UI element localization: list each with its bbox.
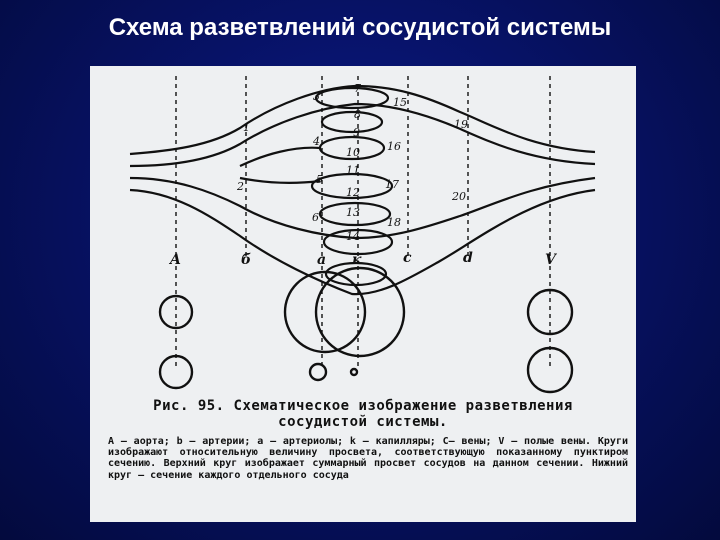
figure-caption: Рис. 95. Схематическое изображение разве…: [98, 398, 628, 481]
section-letter: A: [168, 252, 181, 268]
capillary-loop: [320, 110, 384, 134]
branch-number: 7: [354, 82, 361, 95]
capillary-loop: [318, 135, 386, 161]
caption-title-line-2: сосудистой системы.: [278, 414, 448, 430]
branch-number: 4: [312, 135, 320, 148]
branch-number: 11: [346, 164, 360, 177]
vessel-diagram: 1 2 3 4 5 6 7 8 9 10 11 12 13 14 15 16 1…: [129, 76, 596, 394]
branch-number: 10: [346, 146, 360, 159]
outer-lower-vessel: [129, 188, 596, 296]
cross-section-circles: [158, 266, 574, 394]
branch-number: 17: [385, 178, 399, 191]
total-lumen-circle: [158, 294, 194, 330]
branch-number: 14: [346, 230, 360, 243]
branch-number: 12: [346, 186, 360, 199]
total-lumen-circle: [314, 266, 406, 358]
section-lines: [175, 76, 551, 366]
section-letter: d: [463, 250, 473, 266]
section-letter: а: [317, 252, 326, 268]
slide-title: Схема разветвлений сосудистой системы: [108, 14, 612, 41]
section-letter: V: [545, 252, 558, 268]
capillary-loop: [314, 86, 390, 110]
branch-number: 18: [387, 216, 401, 229]
caption-body: А — аорта; b — артерии; а — артериолы; k…: [108, 436, 628, 481]
branch-number: 9: [353, 126, 360, 139]
branch-number: 8: [354, 108, 361, 121]
single-vessel-circle: [526, 346, 574, 394]
section-letter: к: [352, 252, 362, 268]
branch-number: 19: [454, 118, 468, 131]
inner-branch: [239, 146, 321, 185]
branch-number: 1: [243, 121, 250, 134]
capillary-loop: [318, 201, 392, 227]
section-letter-labels: A б а к с d V: [168, 250, 558, 268]
branch-number: 16: [387, 140, 401, 153]
caption-title: Рис. 95. Схематическое изображение разве…: [98, 398, 628, 430]
caption-title-line-1: Рис. 95. Схематическое изображение разве…: [153, 398, 573, 414]
branch-number: 3: [313, 90, 320, 103]
branch-number: 15: [393, 96, 407, 109]
section-letter: б: [241, 252, 251, 268]
middle-vessel: [129, 176, 596, 240]
single-vessel-circle: [349, 367, 359, 377]
vessel-lines: [129, 84, 596, 296]
single-vessel-circle: [158, 354, 194, 390]
branch-number: 6: [312, 211, 319, 224]
branch-number-labels: 1 2 3 4 5 6 7 8 9 10 11 12 13 14 15 16 1…: [236, 82, 468, 243]
total-lumen-circle: [283, 270, 367, 354]
branch-number: 13: [346, 206, 360, 219]
outer-upper-vessel: [129, 84, 596, 156]
total-lumen-circle: [526, 288, 574, 336]
outer-upper-vessel-inner: [129, 102, 596, 168]
branch-number: 2: [236, 180, 244, 193]
branch-number: 5: [316, 173, 323, 186]
single-vessel-circle: [308, 362, 328, 382]
capillary-loop: [310, 172, 394, 200]
section-letter: с: [403, 250, 412, 266]
scanned-figure: 1 2 3 4 5 6 7 8 9 10 11 12 13 14 15 16 1…: [90, 66, 636, 522]
branch-number: 20: [451, 190, 466, 203]
